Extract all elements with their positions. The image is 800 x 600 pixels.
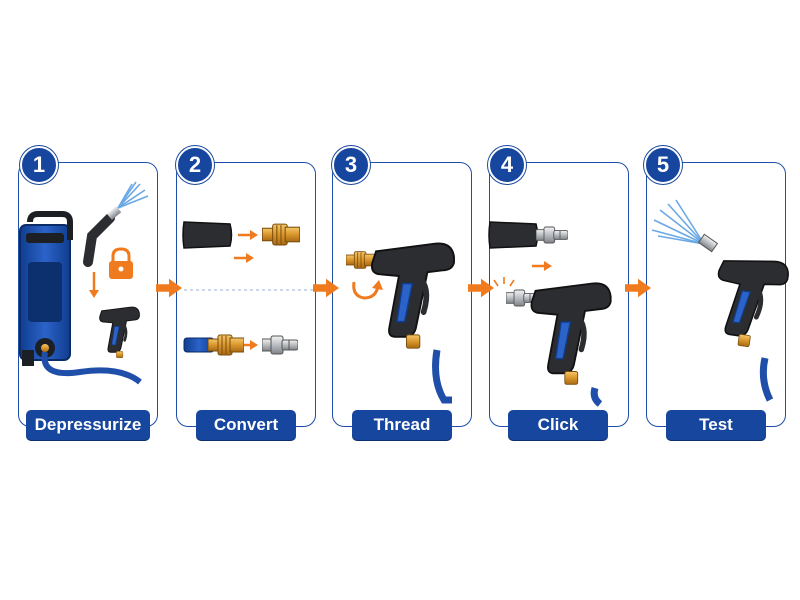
spray-icon-test: [651, 199, 705, 245]
black-hose-end-click: [488, 221, 539, 249]
small-arrow-icon-click: [532, 261, 552, 271]
black-hose-end-top: [182, 221, 233, 249]
next-arrow-icon: [313, 276, 339, 300]
step-2-panel: [176, 162, 316, 427]
next-arrow-icon: [156, 276, 182, 300]
next-arrow-icon: [468, 276, 494, 300]
spray-gun-thread-icon: [372, 243, 454, 348]
step-2-label: Convert: [196, 410, 296, 440]
lock-icon: [109, 247, 133, 279]
step-5-number-badge: 5: [644, 146, 682, 184]
step-2-number-badge: 2: [176, 146, 214, 184]
down-arrow-icon: [89, 272, 99, 298]
steel-plug-icon: [262, 335, 298, 355]
step-4-label: Click: [508, 410, 608, 440]
step-4-number-badge: 4: [488, 146, 526, 184]
click-burst-icon: [493, 277, 515, 287]
step-1-number-badge: 1: [20, 146, 58, 184]
small-arrow-icon: [234, 230, 258, 350]
wand-with-spray-icon: [83, 181, 149, 267]
next-arrow-icon: [625, 276, 651, 300]
pressure-washer-illustration: [19, 211, 142, 385]
spray-gun-click-icon: [531, 283, 610, 384]
step-1-label: Depressurize: [26, 410, 150, 440]
step-5-label: Test: [666, 410, 766, 440]
step-3-label: Thread: [352, 410, 452, 440]
brass-fitting-icon: [262, 223, 300, 246]
brass-coupler-icon: [208, 334, 244, 356]
spray-gun-test-icon: [709, 254, 790, 351]
step-3-number-badge: 3: [332, 146, 370, 184]
steel-plug-icon-click: [536, 226, 568, 244]
spray-gun-icon: [100, 307, 140, 358]
rotate-arrow-icon: [352, 280, 383, 300]
